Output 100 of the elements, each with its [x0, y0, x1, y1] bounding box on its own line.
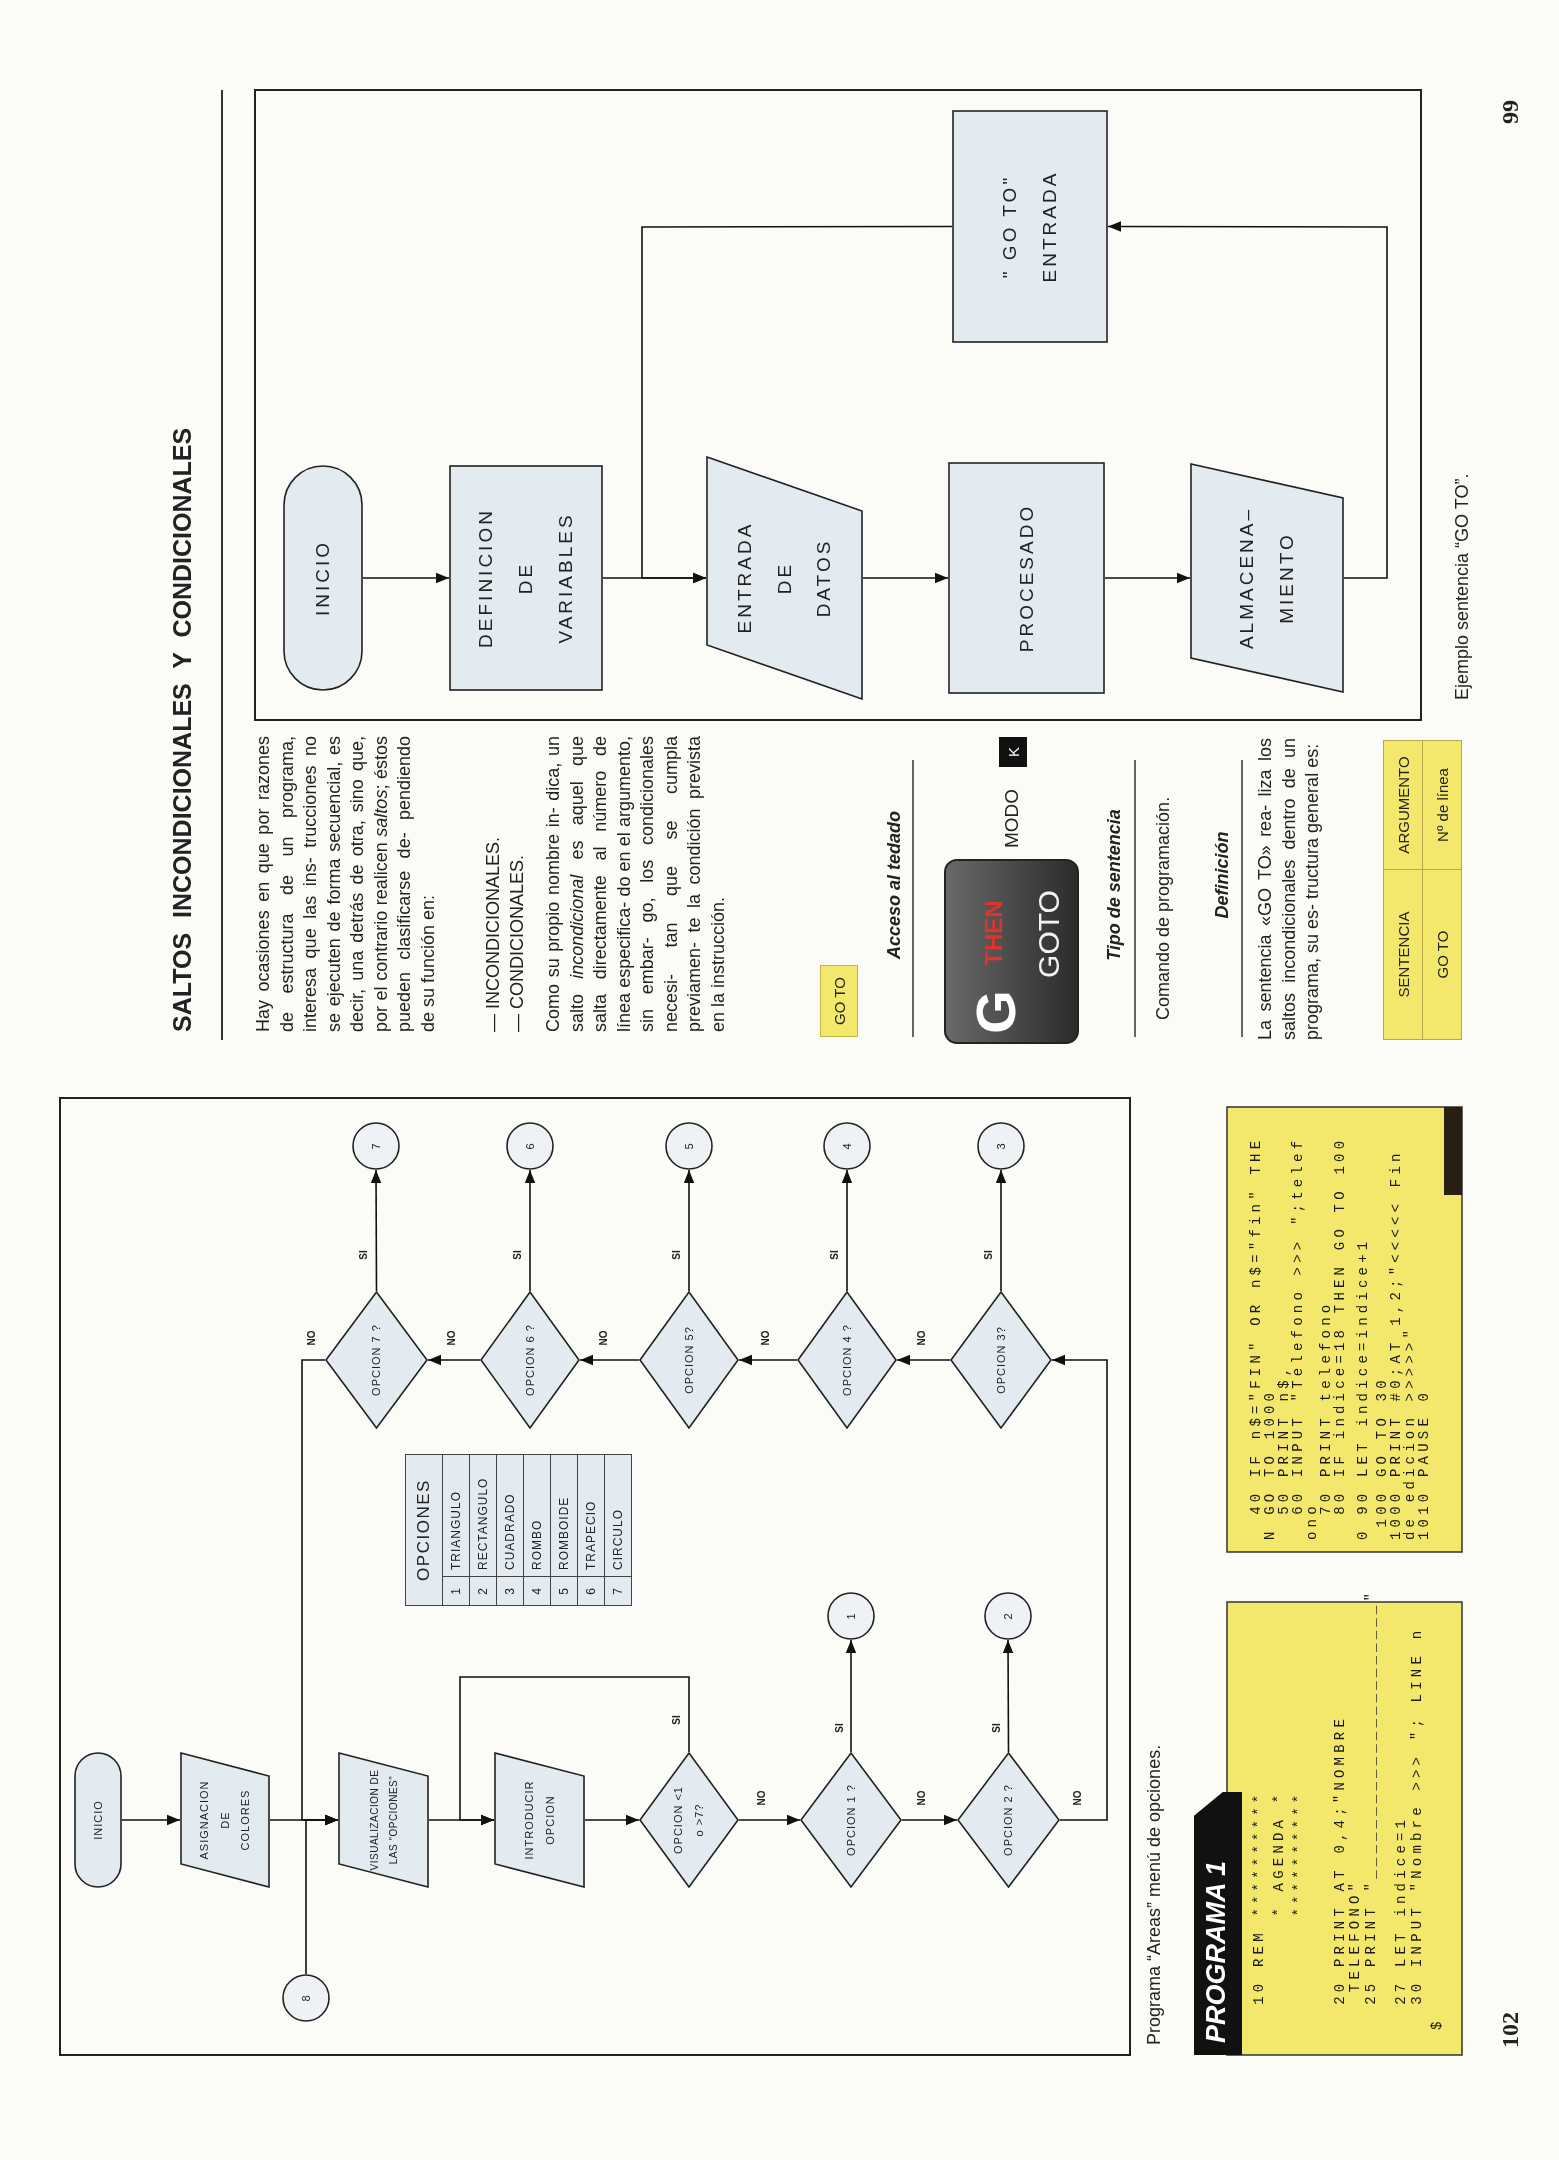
edge-label: SI	[991, 1722, 1003, 1734]
table-cell: TRAPECIO	[577, 1454, 605, 1577]
arrow	[738, 1354, 798, 1366]
arrow	[1051, 1354, 1108, 1821]
edge-label: NO	[598, 1329, 610, 1347]
input-output-parallelogram: ALMACENA– MIENTO	[1190, 463, 1344, 693]
connector-circle: 6	[506, 1122, 554, 1170]
edge-label: NO	[446, 1329, 458, 1347]
figure-caption: Ejemplo sentencia “GO TO”.	[1452, 473, 1473, 700]
code-line: 0	[1356, 1527, 1370, 1540]
connector-circle: 1	[827, 1592, 875, 1640]
connector-circle: 4	[823, 1122, 871, 1170]
table-cell: RECTANGULO	[469, 1454, 497, 1577]
table-cell: CIRCULO	[604, 1454, 632, 1577]
page-number: 99	[1497, 100, 1524, 124]
code-line: 27 LET indice=1	[1394, 1815, 1408, 2005]
edge-label: NO	[760, 1329, 772, 1347]
process-box: DEFINICION DE VARIABLES	[449, 465, 603, 691]
code-line: N GO TO 1000	[1263, 1388, 1277, 1540]
process-box: " GO TO" ENTRADA	[952, 110, 1108, 343]
table-cell: CUADRADO	[496, 1454, 524, 1577]
table-cell: 5	[550, 1576, 578, 1606]
section-tab: PROGRAMA 1	[1194, 1792, 1242, 2055]
decision-diamond: OPCION 1 ?	[800, 1752, 902, 1888]
code-line: 1000 PRINT #0;AT 1,2;"<<<<< Fin	[1389, 1149, 1403, 1540]
arrow	[121, 1814, 181, 1826]
code-line: 70 PRINT telefono	[1319, 1300, 1333, 1515]
edge-label: SI	[671, 1714, 683, 1726]
code-line: 10 REM **********	[1252, 1790, 1266, 2005]
code-line: 50 PRINT n$,	[1277, 1363, 1291, 1515]
table-cell: ROMBOIDE	[550, 1454, 578, 1577]
edge-label: NO	[916, 1329, 928, 1347]
key-legend: GOTO	[1030, 888, 1068, 980]
edge-label: SI	[358, 1249, 370, 1261]
section-heading: Tipo de sentencia	[1104, 808, 1125, 963]
table-cell: Nº de línea	[1422, 740, 1462, 870]
code-line: 1010 PAUSE 0	[1417, 1388, 1431, 1540]
arrow	[459, 1676, 690, 1826]
edge-label: SI	[983, 1249, 995, 1261]
code-line: de edicion >>>>>"	[1403, 1325, 1417, 1540]
table-cell: 7	[604, 1576, 632, 1606]
arrow	[896, 1354, 951, 1366]
code-line: **********	[1292, 1790, 1306, 1917]
arrow	[305, 1814, 339, 1975]
arrow	[524, 1169, 536, 1292]
decision-diamond: OPCION 6 ?	[480, 1291, 580, 1429]
decision-diamond: OPCION 5?	[639, 1291, 739, 1429]
process-box: PROCESADO	[948, 462, 1105, 694]
mode-key-badge: K	[999, 737, 1027, 767]
decision-diamond: OPCION 4 ?	[797, 1291, 897, 1429]
section-heading: Definición	[1212, 830, 1233, 921]
arrow	[901, 1814, 958, 1826]
paragraph: La sentencia «GO TO» rea- liza los saltos incondicionales dentro de un programa, su es- tructura general es:	[1254, 738, 1323, 1040]
arrow	[1104, 572, 1191, 584]
arrow	[862, 572, 949, 584]
connector-circle: 2	[984, 1592, 1032, 1640]
arrow	[641, 225, 953, 584]
code-line: TELEFONO"	[1348, 1878, 1362, 1993]
page-title: SALTOS INCONDICIONALES Y CONDICIONALES	[168, 427, 197, 1032]
code-line: 25 PRINT "______________________"	[1364, 1588, 1378, 2005]
edge-label: NO	[916, 1789, 928, 1807]
figure-caption: Programa “Areas” menú de opciones.	[1144, 1744, 1165, 2045]
arrow	[1107, 221, 1388, 579]
edge-label: SI	[671, 1249, 683, 1261]
connector-circle: 3	[977, 1122, 1025, 1170]
paragraph: Comando de programación.	[1152, 795, 1174, 1020]
arrow	[845, 1639, 857, 1753]
arrow	[370, 1169, 382, 1292]
table-cell: GO TO	[1422, 869, 1462, 1040]
section-heading: Acceso al tedado	[884, 809, 905, 962]
keyword-tag: GO TO	[820, 965, 858, 1037]
table-cell: ROMBO	[523, 1454, 551, 1577]
edge-label: SI	[829, 1249, 841, 1261]
table-cell: 3	[496, 1576, 524, 1606]
input-output-parallelogram: ASIGNACION DE COLORES	[180, 1752, 270, 1888]
arrow	[995, 1169, 1007, 1292]
table-header: ARGUMENTO	[1383, 740, 1423, 870]
arrow	[1002, 1639, 1014, 1753]
table-cell: 1	[442, 1576, 470, 1606]
decision-diamond: OPCION <1 o >7?	[639, 1752, 739, 1888]
code-line: 80 IF indice=18 THEN GO TO 100	[1333, 1136, 1347, 1515]
code-line: 100 GO TO 30	[1375, 1376, 1389, 1528]
edge-label: NO	[756, 1789, 768, 1807]
table-cell: 2	[469, 1576, 497, 1606]
arrow	[579, 1354, 640, 1366]
connector-circle: 7	[352, 1122, 400, 1170]
list-item: — CONDICIONALES.	[506, 853, 528, 1032]
code-line: $	[1430, 2017, 1444, 2030]
code-line: 60 INPUT "Telefono >>> ";telef	[1291, 1136, 1305, 1515]
decision-diamond: OPCION 3?	[950, 1291, 1052, 1429]
input-output-parallelogram: INTRODUCIR OPCION	[494, 1752, 585, 1888]
code-line: * AGENDA *	[1272, 1790, 1286, 1917]
code-line: 20 PRINT AT 0,4;"NOMBRE	[1333, 1714, 1347, 2005]
code-line: 30 INPUT "Nombre >>> "; LINE n	[1410, 1626, 1424, 2005]
code-line: ono	[1305, 1502, 1319, 1540]
key-legend: G	[965, 986, 1027, 1038]
arrow	[841, 1169, 853, 1292]
input-output-parallelogram: ENTRADA DE DATOS	[706, 456, 863, 700]
table-cell: 4	[523, 1576, 551, 1606]
list-item: — INCONDICIONALES.	[482, 835, 504, 1032]
